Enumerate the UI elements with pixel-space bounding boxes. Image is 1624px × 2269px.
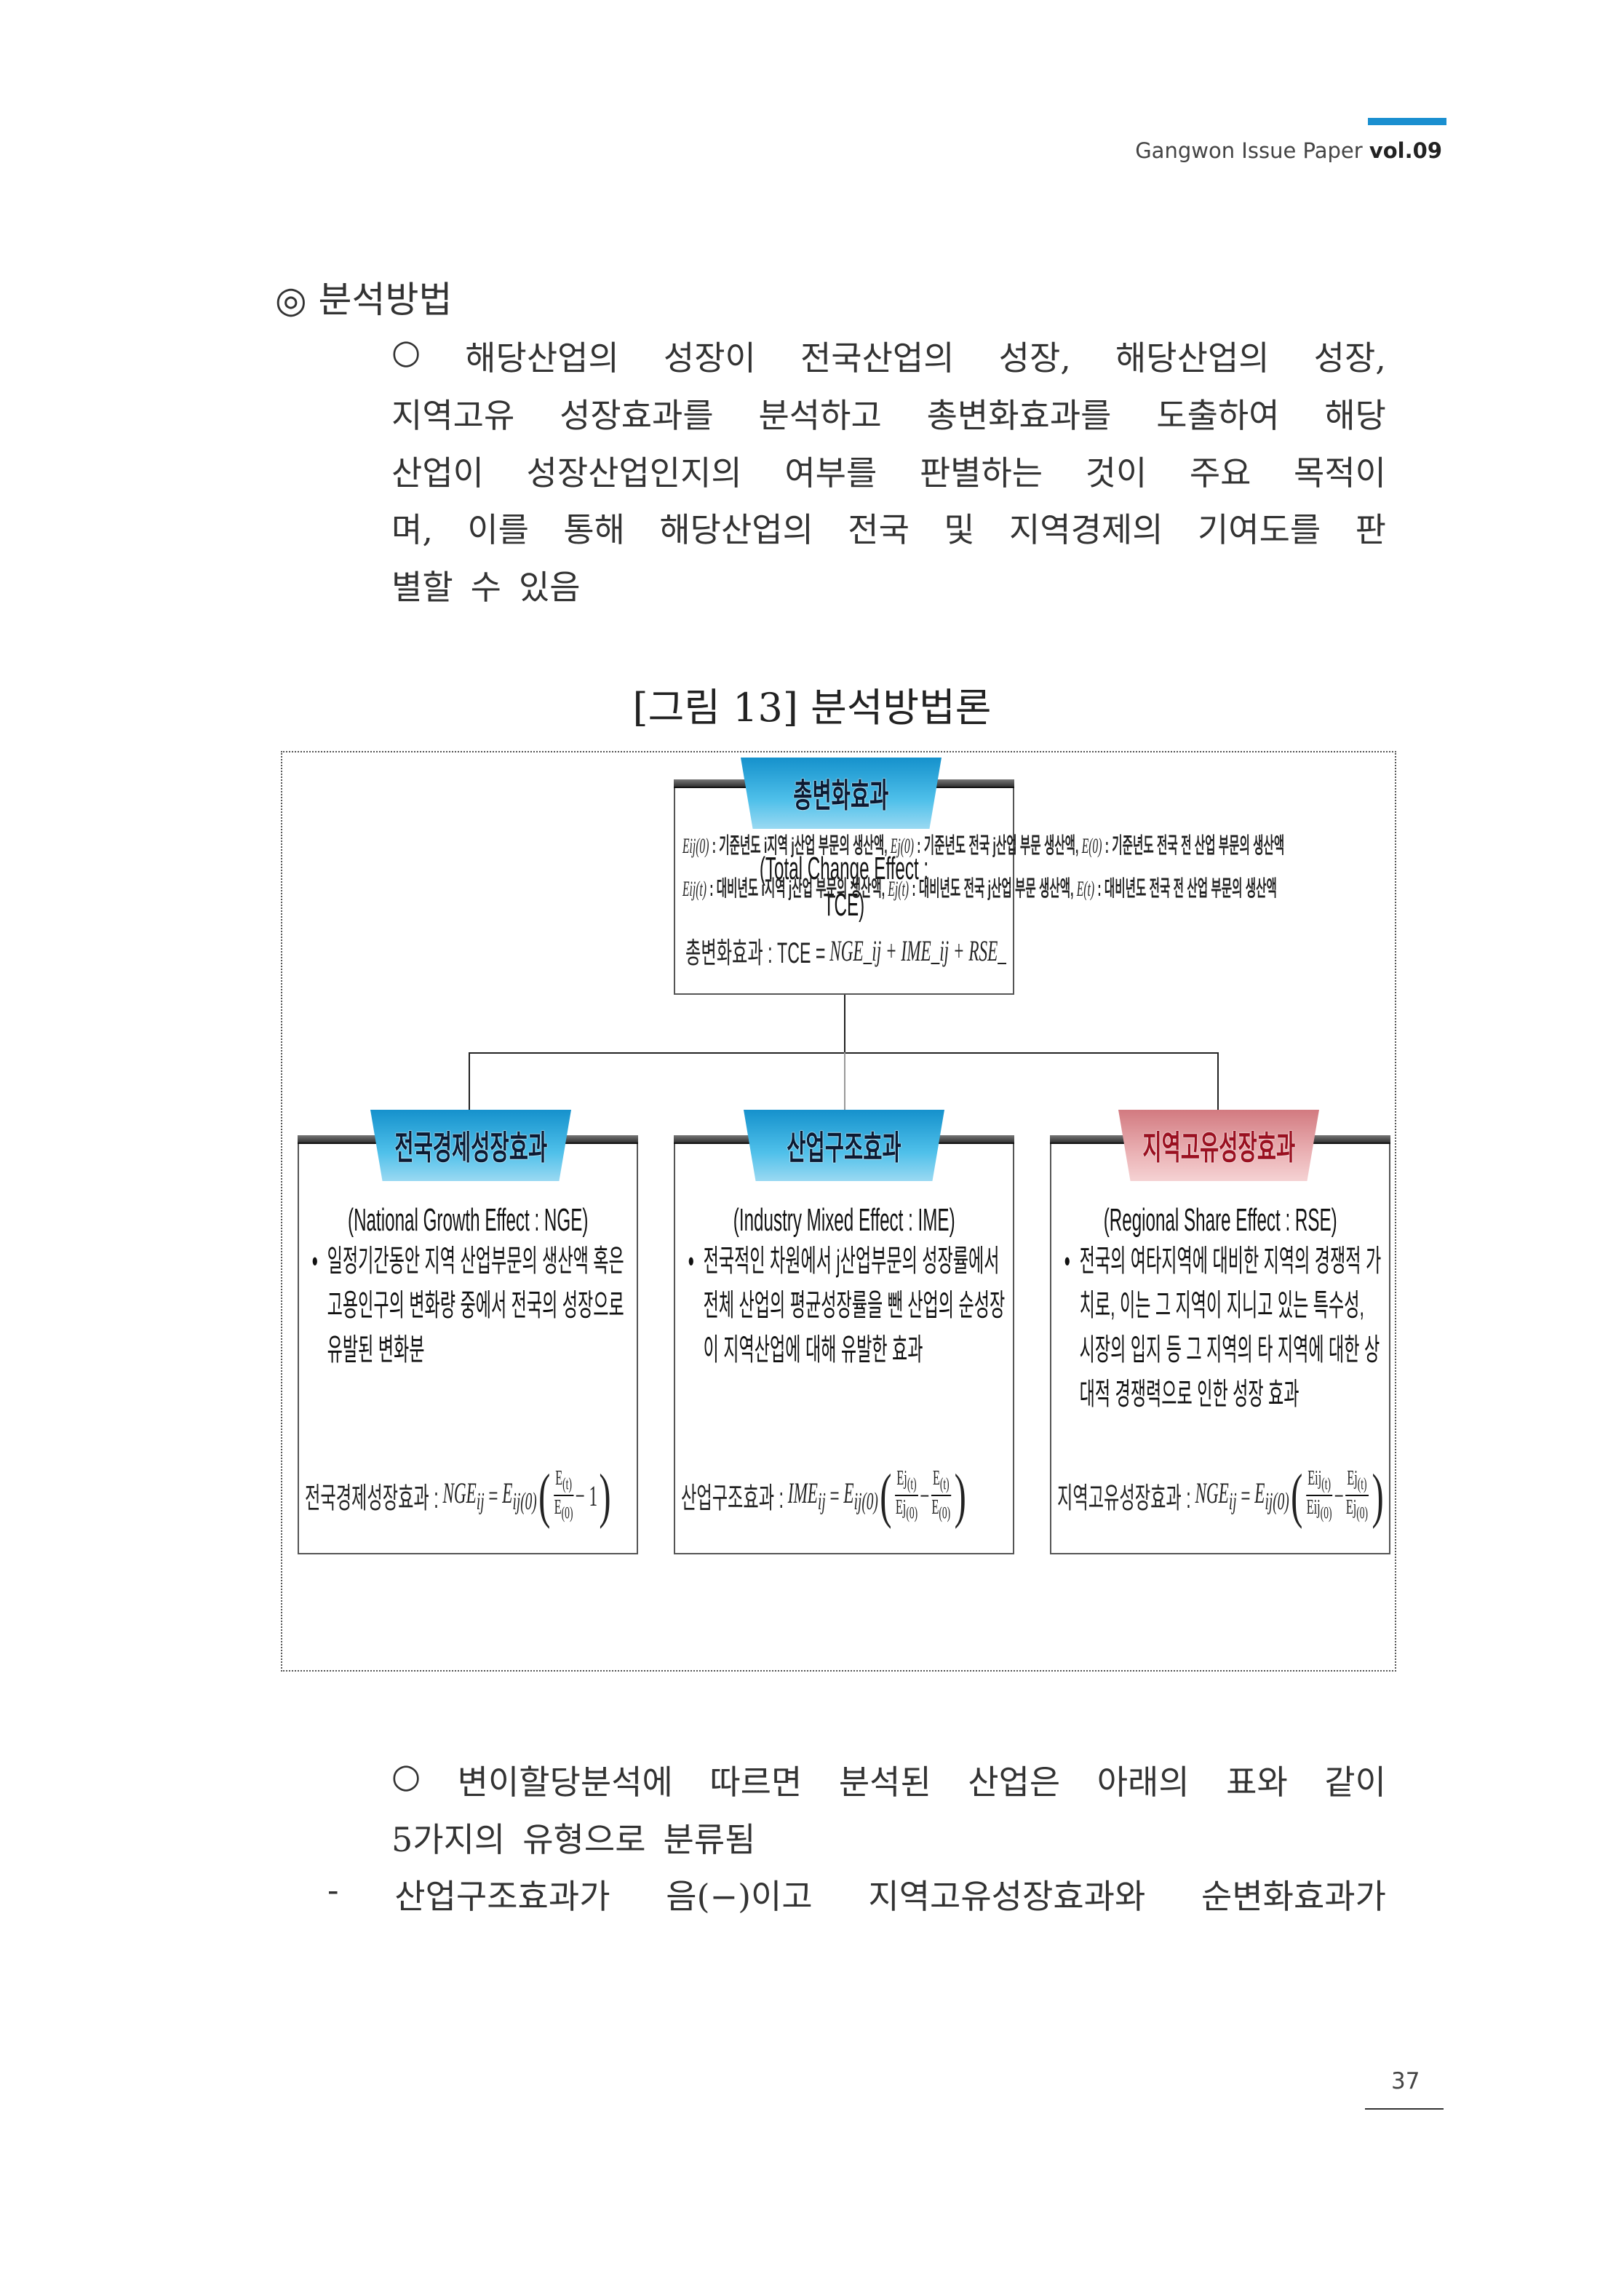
formula-rhs: Eij(0)	[502, 1476, 537, 1515]
effect-description: 전국의 여타지역에 대비한 지역의 경쟁적 가치로, 이는 그 지역이 지니고 …	[1059, 1239, 1382, 1416]
paren-close: )	[1372, 1461, 1383, 1530]
fraction: Ej(t)Ej(0)	[895, 1467, 918, 1523]
legend-symbol: Ej(0)	[890, 834, 914, 858]
publication-name: Gangwon Issue Paper	[1135, 138, 1363, 163]
effect-description: 전국적인 차원에서 j산업부문의 성장률에서 전체 산업의 평균성장률을 뺀 산…	[682, 1239, 1006, 1372]
legend-text: : 대비년도 i지역 j산업 부문의 생산액,	[706, 877, 888, 901]
connector	[844, 1052, 845, 1112]
legend-line: Eij(0) : 기준년도 i지역 j산업 부문의 생산액, Ej(0) : 기…	[682, 827, 1379, 859]
effect-box: 지역고유성장효과 (Regional Share Effect : RSE) 전…	[1050, 1110, 1390, 1554]
effect-subtitle: (Regional Share Effect : RSE)	[1103, 1202, 1337, 1238]
effect-formula: 전국경제성장효과 : NGEij = Eij(0) (E(t)E(0)− 1)	[305, 1461, 611, 1530]
tab-effect: 전국경제성장효과	[370, 1110, 571, 1181]
effect-description: 일정기간동안 지역 산업부문의 생산액 혹은 고용인구의 변화량 중에서 전국의…	[306, 1239, 629, 1372]
effect-subtitle: (National Growth Effect : NGE)	[348, 1202, 589, 1238]
connector	[469, 1052, 470, 1112]
legend-text: : 기준년도 i지역 j산업 부문의 생산액,	[709, 834, 891, 858]
fraction: E(t)E(0)	[553, 1467, 574, 1523]
paren-close: )	[599, 1461, 611, 1530]
paren-open: (	[538, 1461, 551, 1530]
effect-subtitle: (Industry Mixed Effect : IME)	[733, 1202, 955, 1238]
paren-open: (	[1291, 1461, 1303, 1530]
formula-tail: − 1	[575, 1479, 598, 1512]
tab-effect: 지역고유성장효과	[1118, 1110, 1319, 1181]
legend-text: : 기준년도 전국 전 산업 부문의 생산액	[1102, 834, 1285, 858]
fraction: E(t)E(0)	[931, 1467, 951, 1523]
page-number-rule	[1365, 2108, 1444, 2110]
effect-box: 전국경제성장효과 (National Growth Effect : NGE) …	[298, 1110, 638, 1554]
analysis-method-diagram: 총변화효과 (Total Change Effect : TCE) 총변화효과 …	[281, 751, 1396, 1672]
tce-subtitle: (Total Change Effect : TCE)	[759, 851, 929, 923]
tab-total-change-effect: 총변화효과	[741, 758, 942, 829]
paren-open: (	[880, 1461, 892, 1530]
formula-rhs: Eij(0)	[1254, 1476, 1289, 1515]
legend-symbol: E(0)	[1081, 834, 1102, 858]
page-number: 37	[1391, 2068, 1420, 2094]
header-accent-bar	[1368, 118, 1446, 125]
running-header: Gangwon Issue Paper vol.09	[1135, 138, 1442, 163]
legend-text: : 대비년도 전국 전 산업 부문의 생산액	[1094, 877, 1277, 901]
formula-lhs: NGEij	[1195, 1476, 1237, 1515]
connector	[469, 1052, 1218, 1054]
fraction: Eij(t)Eij(0)	[1305, 1467, 1333, 1523]
formula-rhs: Eij(0)	[843, 1476, 878, 1515]
connector	[844, 995, 845, 1053]
total-change-effect-box: 총변화효과 (Total Change Effect : TCE) 총변화효과 …	[674, 758, 1014, 995]
paren-close: )	[954, 1461, 966, 1530]
legend-line: Eij(t) : 대비년도 i지역 j산업 부문의 생산액, Ej(t) : 대…	[682, 870, 1379, 902]
legend-symbol: Eij(t)	[682, 877, 706, 901]
tab-effect: 산업구조효과	[744, 1110, 944, 1181]
volume-label: vol.09	[1369, 138, 1442, 163]
effect-formula: 지역고유성장효과 : NGEij = Eij(0) (Eij(t)Eij(0)−…	[1057, 1461, 1383, 1530]
legend-symbol: Eij(0)	[682, 834, 709, 858]
legend-text: : 기준년도 전국 j산업 부문 생산액,	[913, 834, 1082, 858]
effect-box: 산업구조효과 (Industry Mixed Effect : IME) 전국적…	[674, 1110, 1014, 1554]
tce-formula: 총변화효과 : TCE =NGE_ij + IME_ij + RSE_ij	[685, 934, 1007, 970]
figure-caption: [그림 13] 분석방법론	[632, 685, 992, 731]
legend-symbol: E(t)	[1076, 877, 1095, 901]
effect-formula: 산업구조효과 : IMEij = Eij(0) (Ej(t)Ej(0)−E(t)…	[681, 1461, 966, 1530]
section-heading: ◎ 분석방법	[275, 279, 453, 321]
fraction: Ej(t)Ej(0)	[1345, 1467, 1369, 1523]
legend-symbol: Ej(t)	[888, 877, 909, 901]
formula-lhs: IMEij	[787, 1476, 826, 1515]
formula-lhs: NGEij	[442, 1476, 485, 1515]
connector	[1217, 1052, 1219, 1112]
legend-text: : 대비년도 전국 j산업 부문 생산액,	[908, 877, 1077, 901]
